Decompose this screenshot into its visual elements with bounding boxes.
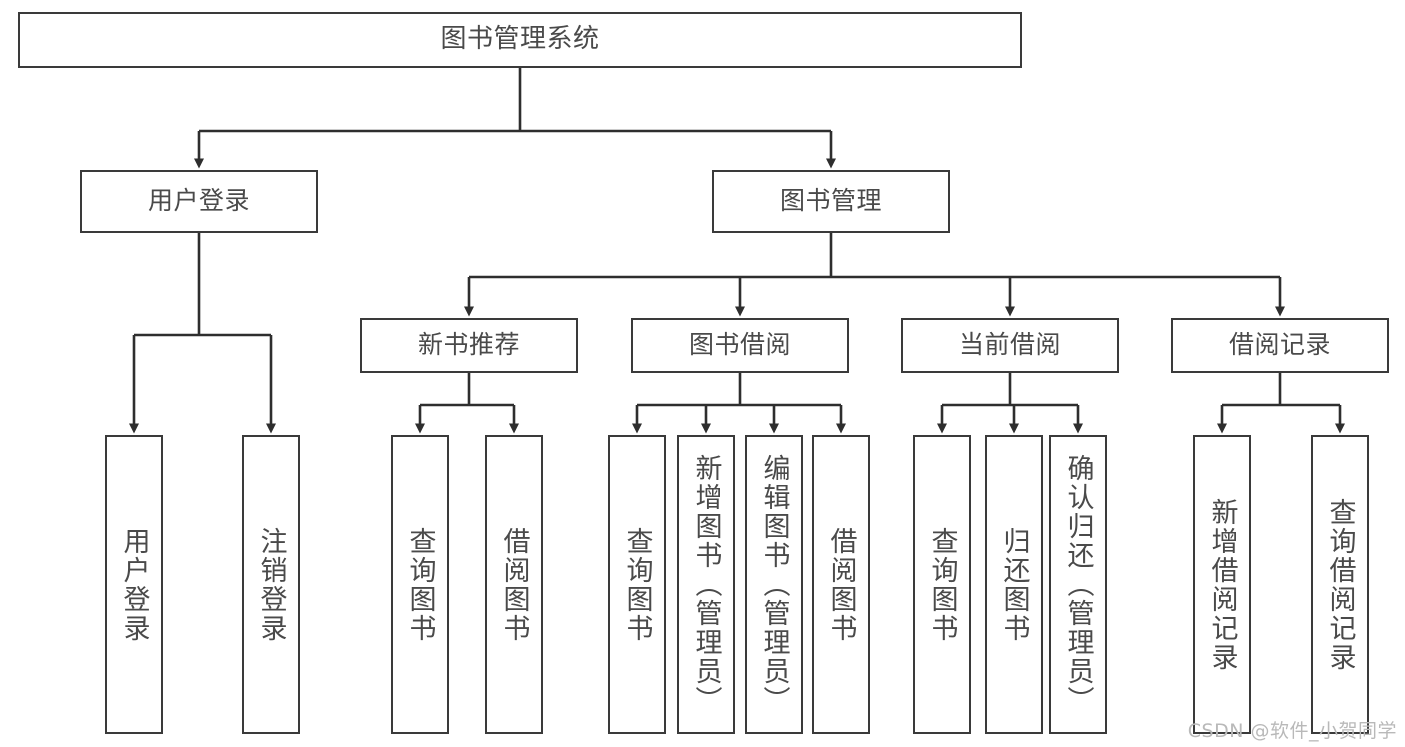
node-label: 用户登录 <box>118 526 150 643</box>
leaf-new-book-borrow[interactable]: 借阅图书 <box>485 435 543 734</box>
leaf-book-borrow-query[interactable]: 查询图书 <box>608 435 666 734</box>
node-borrow-record[interactable]: 借阅记录 <box>1171 318 1389 373</box>
leaf-new-book-query[interactable]: 查询图书 <box>391 435 449 734</box>
node-label: 借阅图书 <box>498 526 530 643</box>
leaf-current-borrow-query[interactable]: 查询图书 <box>913 435 971 734</box>
node-book-borrow[interactable]: 图书借阅 <box>631 318 849 373</box>
leaf-book-borrow-add[interactable]: 新增图书（管理员） <box>677 435 735 734</box>
node-label: 查询图书 <box>621 526 653 643</box>
node-label: 查询图书 <box>926 526 958 643</box>
node-label: 用户登录 <box>147 186 250 216</box>
node-label: 归还图书 <box>998 526 1030 643</box>
node-user-login[interactable]: 用户登录 <box>80 170 318 233</box>
leaf-borrow-record-add[interactable]: 新增借阅记录 <box>1193 435 1251 734</box>
node-label: 图书借阅 <box>688 330 791 360</box>
node-label: 借阅图书 <box>825 526 857 643</box>
node-label: 注销登录 <box>255 526 287 643</box>
node-label: 新增图书（管理员） <box>690 454 722 715</box>
node-label: 查询图书 <box>404 526 436 643</box>
leaf-user-login-signout[interactable]: 注销登录 <box>242 435 300 734</box>
csdn-watermark: CSDN @软件_小贺同学 <box>1187 720 1397 742</box>
node-label: 当前借阅 <box>958 330 1061 360</box>
leaf-book-borrow-borrow[interactable]: 借阅图书 <box>812 435 870 734</box>
leaf-current-borrow-confirm[interactable]: 确认归还（管理员） <box>1049 435 1107 734</box>
node-label: 借阅记录 <box>1228 330 1331 360</box>
leaf-current-borrow-return[interactable]: 归还图书 <box>985 435 1043 734</box>
leaf-borrow-record-query[interactable]: 查询借阅记录 <box>1311 435 1369 734</box>
node-label: 新增借阅记录 <box>1206 497 1238 672</box>
node-label: 新书推荐 <box>417 330 520 360</box>
leaf-user-login-signin[interactable]: 用户登录 <box>105 435 163 734</box>
node-root-system[interactable]: 图书管理系统 <box>18 12 1022 68</box>
node-label: 图书管理系统 <box>440 24 600 55</box>
node-current-borrow[interactable]: 当前借阅 <box>901 318 1119 373</box>
node-new-book-recommend[interactable]: 新书推荐 <box>360 318 578 373</box>
node-book-management[interactable]: 图书管理 <box>712 170 950 233</box>
node-label: 图书管理 <box>779 186 882 216</box>
node-label: 查询借阅记录 <box>1324 497 1356 672</box>
node-label: 确认归还（管理员） <box>1062 454 1094 715</box>
leaf-book-borrow-edit[interactable]: 编辑图书（管理员） <box>745 435 803 734</box>
node-label: 编辑图书（管理员） <box>758 454 790 715</box>
